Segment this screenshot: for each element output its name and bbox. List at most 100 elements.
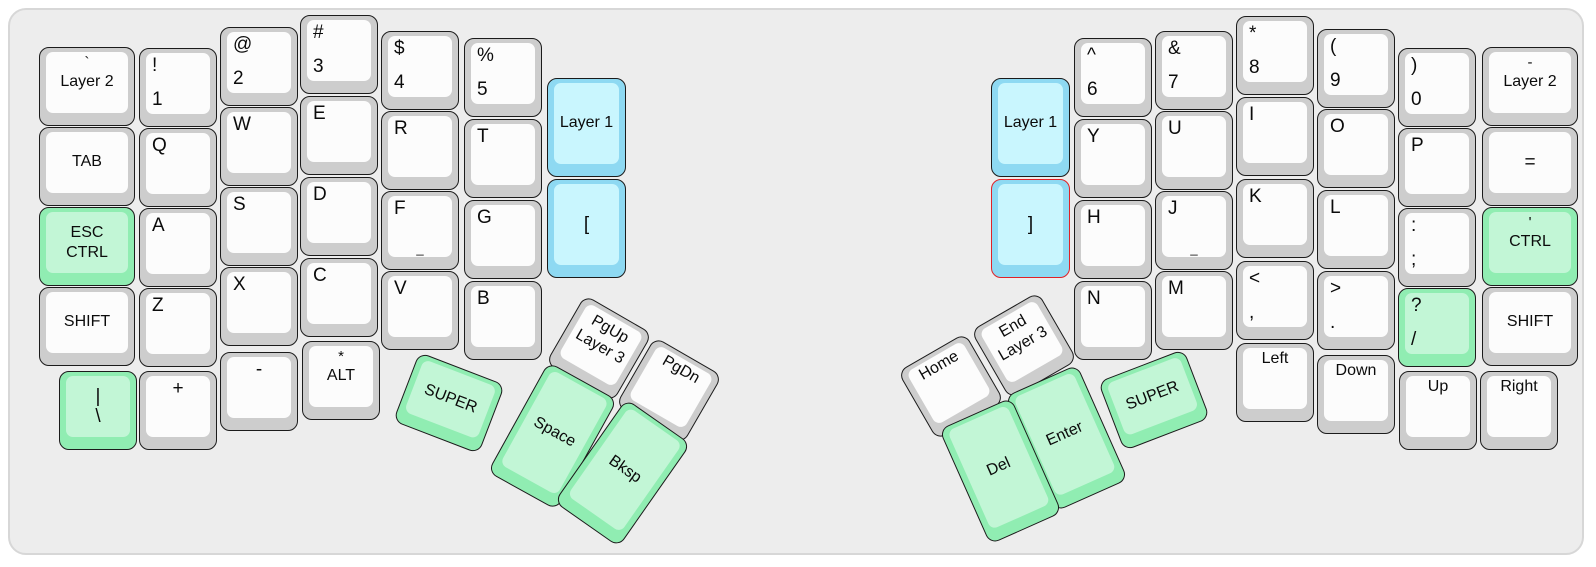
keycap-face bbox=[471, 205, 535, 266]
keycap-face bbox=[227, 357, 291, 418]
key-shift-left[interactable]: SHIFT bbox=[39, 287, 135, 366]
key-r[interactable]: R bbox=[381, 111, 459, 190]
key-lbracket[interactable]: [ bbox=[547, 179, 626, 278]
key-z[interactable]: Z bbox=[139, 288, 217, 367]
key-a[interactable]: A bbox=[139, 208, 217, 287]
key-at-2[interactable]: @2 bbox=[220, 27, 298, 106]
key-gt-period[interactable]: >. bbox=[1317, 271, 1395, 350]
key-arrow-right[interactable]: Right bbox=[1480, 371, 1558, 450]
keycap-face bbox=[554, 83, 619, 164]
key-rparen-0[interactable]: )0 bbox=[1398, 48, 1476, 127]
keycap-face bbox=[227, 32, 291, 93]
key-u[interactable]: U bbox=[1155, 111, 1233, 190]
keycap-face bbox=[46, 52, 128, 113]
keycap-face bbox=[227, 272, 291, 333]
key-dollar-4[interactable]: $4 bbox=[381, 31, 459, 110]
key-percent-5[interactable]: %5 bbox=[464, 38, 542, 117]
key-lt-comma[interactable]: <, bbox=[1236, 261, 1314, 340]
keycap-face bbox=[1405, 213, 1469, 274]
key-equals[interactable]: = bbox=[1482, 127, 1578, 206]
key-hash-3[interactable]: #3 bbox=[300, 15, 378, 94]
key-colon-semicolon[interactable]: :; bbox=[1398, 208, 1476, 287]
key-j[interactable]: J_ bbox=[1155, 191, 1233, 270]
key-v[interactable]: V bbox=[381, 271, 459, 350]
key-x[interactable]: X bbox=[220, 267, 298, 346]
keycap-face bbox=[1324, 114, 1388, 175]
keycap-face bbox=[998, 184, 1063, 265]
key-lparen-9[interactable]: (9 bbox=[1317, 29, 1395, 108]
keycap-face bbox=[1081, 205, 1145, 266]
keycap-face bbox=[388, 116, 452, 177]
key-grave-layer2[interactable]: `Layer 2 bbox=[39, 47, 135, 126]
key-y[interactable]: Y bbox=[1074, 119, 1152, 198]
key-q[interactable]: Q bbox=[139, 128, 217, 207]
key-minus[interactable]: - bbox=[220, 352, 298, 431]
key-quote-ctrl[interactable]: 'CTRL bbox=[1482, 207, 1578, 286]
key-ast-8[interactable]: *8 bbox=[1236, 16, 1314, 95]
key-d[interactable]: D bbox=[300, 177, 378, 256]
keycap-face bbox=[471, 124, 535, 185]
key-l[interactable]: L bbox=[1317, 190, 1395, 269]
key-exclaim-1[interactable]: !1 bbox=[139, 48, 217, 127]
key-super-right[interactable]: SUPER bbox=[1097, 348, 1211, 452]
key-k[interactable]: K bbox=[1236, 179, 1314, 258]
key-question-slash[interactable]: ?/ bbox=[1398, 288, 1476, 367]
keycap-face bbox=[1081, 286, 1145, 347]
key-i[interactable]: I bbox=[1236, 97, 1314, 176]
keycap-face bbox=[146, 213, 210, 274]
key-minus-layer2[interactable]: -Layer 2 bbox=[1482, 47, 1578, 126]
keycap-face bbox=[471, 286, 535, 347]
keycap-face bbox=[146, 293, 210, 354]
key-pipe-backslash[interactable]: | \ bbox=[59, 371, 137, 450]
keycap-face bbox=[46, 212, 128, 273]
key-tab[interactable]: TAB bbox=[39, 127, 135, 206]
key-n[interactable]: N bbox=[1074, 281, 1152, 360]
key-arrow-left[interactable]: Left bbox=[1236, 343, 1314, 422]
key-arrow-down[interactable]: Down bbox=[1317, 355, 1395, 434]
keycap-face bbox=[388, 36, 452, 97]
key-f[interactable]: F_ bbox=[381, 191, 459, 270]
key-rbracket[interactable]: ] bbox=[991, 179, 1070, 278]
keycap-face bbox=[46, 292, 128, 353]
key-shift-right[interactable]: SHIFT bbox=[1482, 287, 1578, 366]
key-amp-7[interactable]: &7 bbox=[1155, 31, 1233, 110]
keycap-face bbox=[1405, 293, 1469, 354]
keycap-face bbox=[1324, 276, 1388, 337]
key-plus[interactable]: + bbox=[139, 371, 217, 450]
keycap-face bbox=[1081, 124, 1145, 185]
key-c[interactable]: C bbox=[300, 258, 378, 337]
key-t[interactable]: T bbox=[464, 119, 542, 198]
key-g[interactable]: G bbox=[464, 200, 542, 279]
keycap-face bbox=[1162, 196, 1226, 257]
keycap-face bbox=[227, 192, 291, 253]
key-caret-6[interactable]: ^6 bbox=[1074, 38, 1152, 117]
keycap-face bbox=[1489, 132, 1571, 193]
key-s[interactable]: S bbox=[220, 187, 298, 266]
key-super-left[interactable]: SUPER bbox=[392, 351, 506, 455]
key-ast-alt[interactable]: *ALT bbox=[302, 341, 380, 420]
key-p[interactable]: P bbox=[1398, 128, 1476, 207]
keycap-face bbox=[307, 20, 371, 81]
key-h[interactable]: H bbox=[1074, 200, 1152, 279]
key-b[interactable]: B bbox=[464, 281, 542, 360]
key-arrow-up[interactable]: Up bbox=[1399, 371, 1477, 450]
keycap-face bbox=[307, 182, 371, 243]
keycap-face bbox=[1162, 36, 1226, 97]
keycap-face bbox=[403, 359, 497, 440]
keycap-face bbox=[1405, 133, 1469, 194]
key-layer1-left[interactable]: Layer 1 bbox=[547, 78, 626, 177]
key-e[interactable]: E bbox=[300, 96, 378, 175]
keycap-face bbox=[1243, 348, 1307, 409]
key-o[interactable]: O bbox=[1317, 109, 1395, 188]
keycap-face bbox=[1243, 21, 1307, 82]
keycap-face bbox=[471, 43, 535, 104]
keycap-face bbox=[1106, 356, 1200, 437]
key-w[interactable]: W bbox=[220, 107, 298, 186]
keycap-face bbox=[1489, 52, 1571, 113]
key-m[interactable]: M bbox=[1155, 271, 1233, 350]
keycap-face bbox=[1489, 292, 1571, 353]
key-layer1-right[interactable]: Layer 1 bbox=[991, 78, 1070, 177]
keycap-face bbox=[1489, 212, 1571, 273]
key-esc-ctrl[interactable]: ESC CTRL bbox=[39, 207, 135, 286]
